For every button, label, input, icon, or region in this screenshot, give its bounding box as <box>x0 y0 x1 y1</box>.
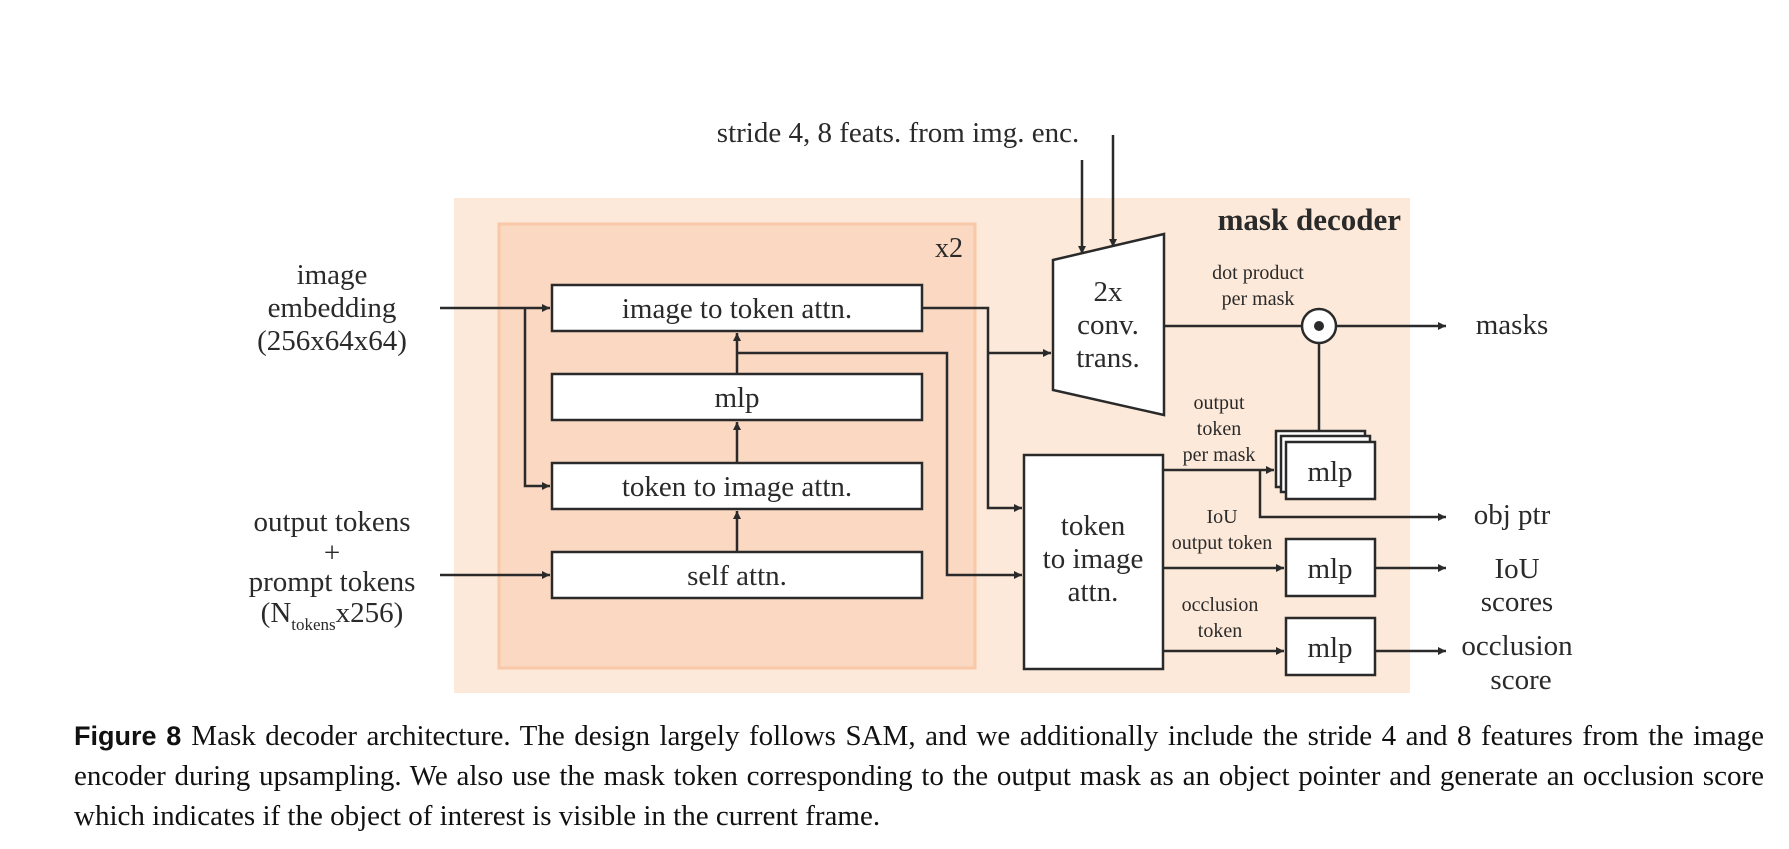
output-token-label-1: output <box>1193 392 1245 414</box>
image-to-token-attn-label: image to token attn. <box>622 293 852 325</box>
dot-product-label-1: dot product <box>1212 262 1304 284</box>
image-embedding-label-2: embedding <box>268 292 397 324</box>
arrow-i2t-to-right-attn <box>922 306 1022 512</box>
figure-caption-text: Mask decoder architecture. The design la… <box>74 720 1764 832</box>
module-title: mask decoder <box>1218 202 1402 237</box>
occlusion-token-label-1: occlusion <box>1182 594 1259 616</box>
token-to-image-right-label-3: attn. <box>1068 576 1119 608</box>
figure-label: Figure 8 <box>74 721 182 751</box>
occlusion-output-label-2: score <box>1490 664 1551 696</box>
output-token-label-3: per mask <box>1183 444 1256 466</box>
mlp-occlusion-label: mlp <box>1307 632 1352 664</box>
tokens-label-3: prompt tokens <box>249 566 416 598</box>
conv-trans-label-3: trans. <box>1076 342 1140 374</box>
image-embedding-label-1: image <box>297 259 368 291</box>
mlp-mask-label: mlp <box>1307 456 1352 488</box>
iou-token-label-1: IoU <box>1206 506 1238 528</box>
conv-trans-label-1: 2x <box>1094 276 1124 308</box>
iou-token-label-2: output token <box>1172 532 1273 554</box>
masks-output-label: masks <box>1476 309 1549 341</box>
image-to-token-attn-block <box>550 283 924 333</box>
token-to-image-right-label-2: to image <box>1043 543 1144 575</box>
token-to-image-attn-label: token to image attn. <box>622 471 852 503</box>
token-to-image-right-label-1: token <box>1061 510 1126 542</box>
iou-output-label-2: scores <box>1481 586 1553 618</box>
occlusion-output-label-1: occlusion <box>1461 630 1573 662</box>
obj-ptr-output-label: obj ptr <box>1474 499 1551 531</box>
conv-trans-label-2: conv. <box>1077 309 1139 341</box>
mlp-iou-block <box>1284 537 1377 598</box>
tokens-label-4: (Ntokensx256) <box>261 597 404 634</box>
occlusion-token-label-2: token <box>1198 620 1242 642</box>
iou-output-label-1: IoU <box>1494 553 1539 585</box>
mlp-iou-label: mlp <box>1307 553 1352 585</box>
token-to-image-attn-block <box>550 461 924 511</box>
arrow-tokens-to-right-attn <box>737 351 1022 579</box>
top-input-label: stride 4, 8 feats. from img. enc. <box>717 117 1079 149</box>
mlp-block <box>550 372 924 422</box>
self-attn-label: self attn. <box>687 560 787 592</box>
dot-product-node-center <box>1314 321 1324 331</box>
dot-product-label-2: per mask <box>1222 288 1295 310</box>
arrow-embedding-to-t2i <box>523 308 550 490</box>
repeat-label: x2 <box>935 233 963 264</box>
tokens-label-1: output tokens <box>253 506 410 538</box>
mlp-occlusion-block <box>1284 616 1377 677</box>
arrow-obj-ptr <box>1258 470 1446 521</box>
conv-trans-block <box>1051 232 1166 417</box>
mlp-mask-block <box>1284 440 1377 501</box>
mask-decoder-diagram: mask decoder x2 stride 4, 8 feats. from … <box>249 117 1573 696</box>
token-to-image-right-block <box>1022 453 1165 671</box>
image-embedding-label-3: (256x64x64) <box>257 325 407 357</box>
output-token-label-2: token <box>1197 418 1241 440</box>
tokens-label-2: + <box>324 537 340 569</box>
mlp-label: mlp <box>714 382 759 414</box>
